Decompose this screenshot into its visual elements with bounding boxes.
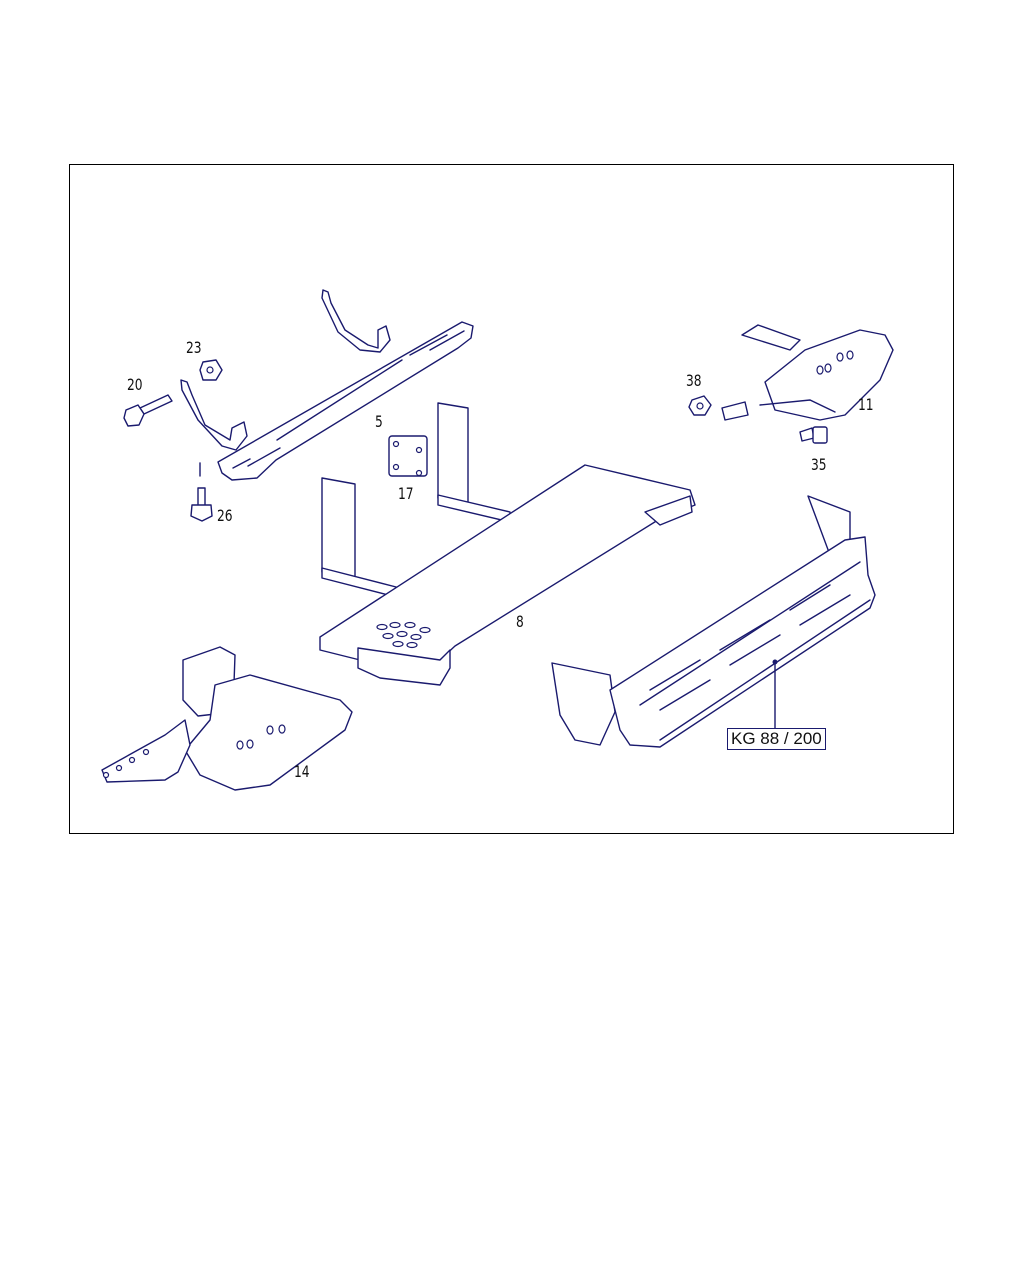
part-26-bolt[interactable] xyxy=(190,487,213,522)
callout-11: 11 xyxy=(858,395,874,414)
part-14-step[interactable] xyxy=(101,646,353,791)
callout-14: 14 xyxy=(294,762,310,781)
part-20-bolt[interactable] xyxy=(123,394,173,427)
callout-26: 26 xyxy=(217,506,233,525)
group-reference-link[interactable]: KG 88 / 200 xyxy=(727,728,826,750)
callout-5: 5 xyxy=(375,412,383,431)
step-holes-pattern xyxy=(376,621,431,649)
callout-8: 8 xyxy=(516,612,524,631)
kg-leader-line xyxy=(772,659,778,729)
part-5-seat-rail[interactable] xyxy=(180,289,474,481)
kg-step-assembly[interactable] xyxy=(551,495,876,748)
part-8-step-frame[interactable] xyxy=(319,402,696,686)
part-23-nut[interactable] xyxy=(199,359,223,381)
part-11-step[interactable] xyxy=(721,324,894,421)
callout-38: 38 xyxy=(686,371,702,390)
diagram-frame xyxy=(69,164,954,834)
part-17-plate[interactable] xyxy=(388,435,428,477)
part-38-nut[interactable] xyxy=(688,395,712,416)
callout-17: 17 xyxy=(398,484,414,503)
part-35-screw[interactable] xyxy=(799,426,828,444)
callout-35: 35 xyxy=(811,455,827,474)
callout-20: 20 xyxy=(127,375,143,394)
callout-23: 23 xyxy=(186,338,202,357)
